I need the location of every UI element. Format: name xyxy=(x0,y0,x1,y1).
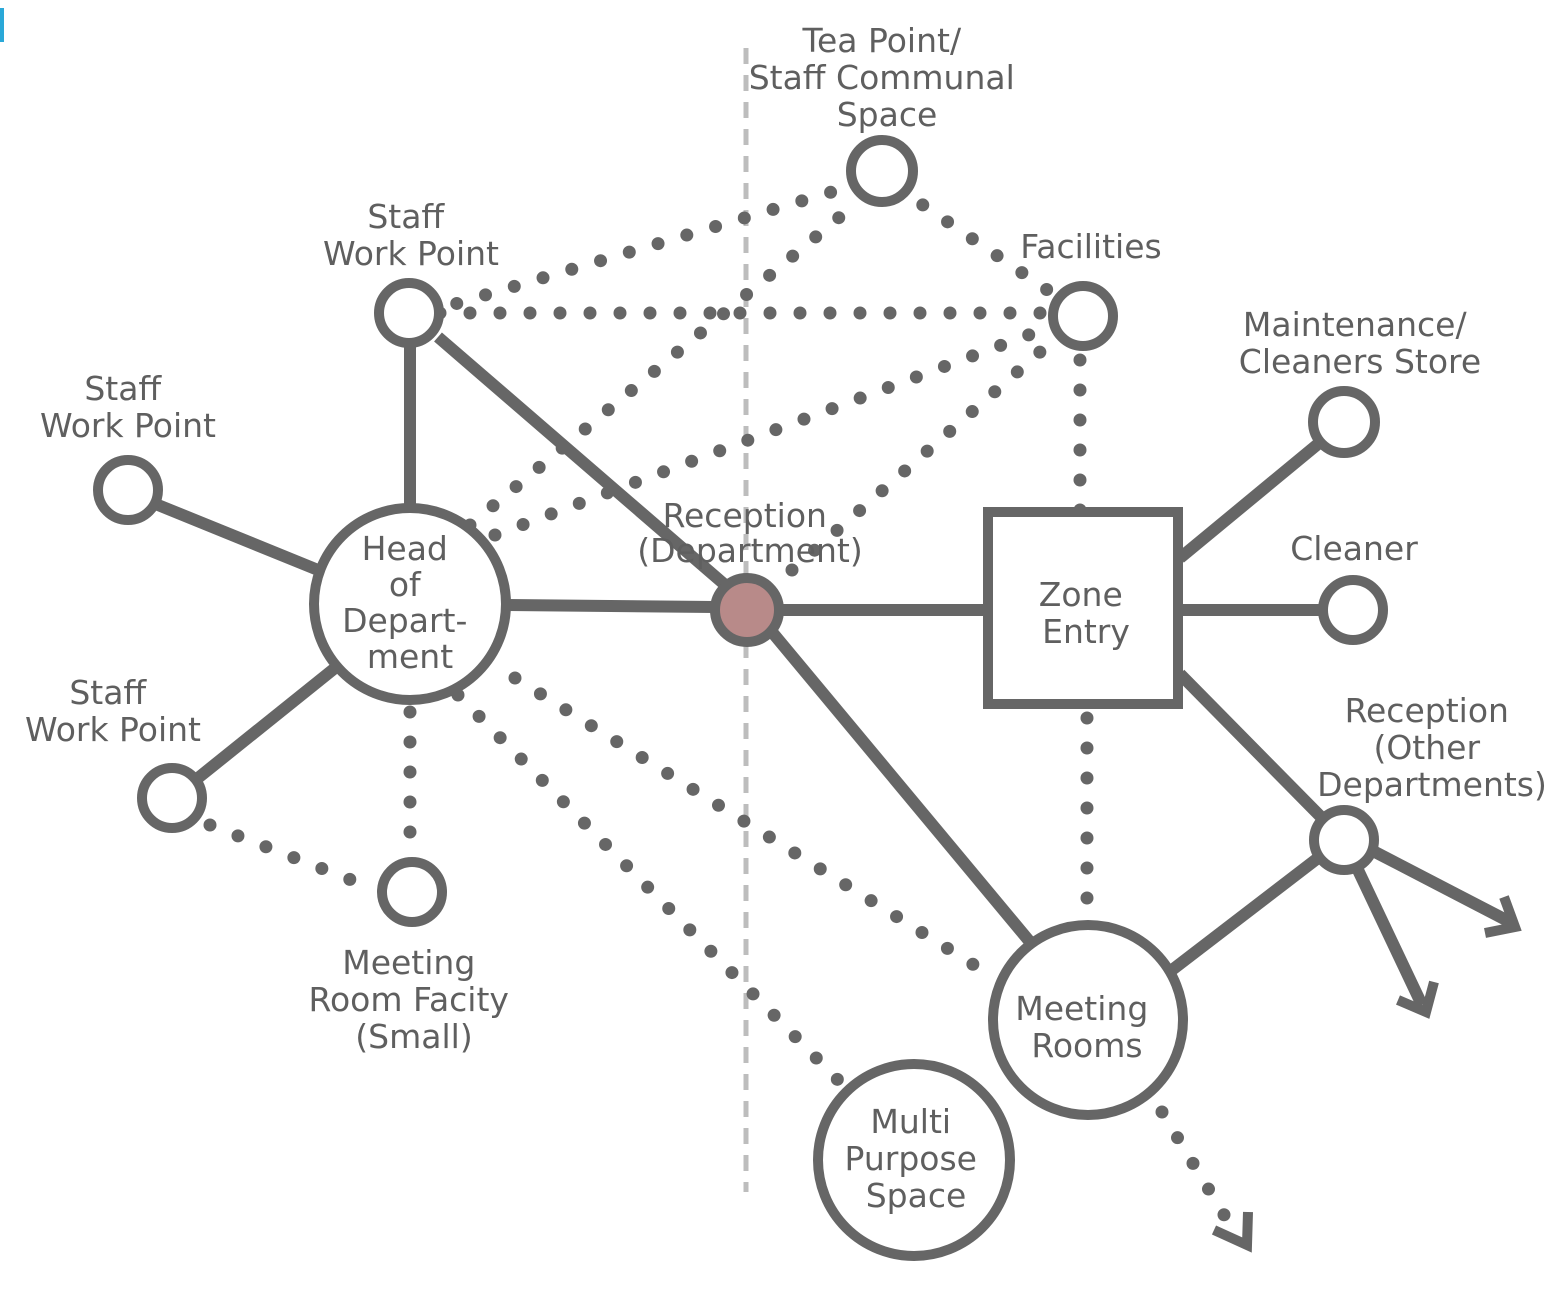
dotted-head-to-facilities xyxy=(488,318,1062,542)
dotted-tea-point-to-facilities xyxy=(891,181,1069,307)
zone-entry-node[interactable] xyxy=(983,507,1183,709)
labels: Tea Point/ Staff Communal Space Staff Wo… xyxy=(25,21,1547,1215)
multi-purpose-label: Multi Purpose Space xyxy=(845,1102,988,1215)
staff-work-point-left-node[interactable] xyxy=(93,455,163,525)
line-head-to-reception-dept xyxy=(507,599,715,613)
dotted-reception-dept-to-facilities xyxy=(785,323,1072,577)
dotted-head-to-tea-point xyxy=(463,193,867,532)
facilities-label: Facilities xyxy=(1020,227,1161,266)
maintenance-label: Maintenance/ Cleaners Store xyxy=(1239,305,1481,381)
meeting-rooms-node[interactable] xyxy=(988,920,1188,1120)
line-zone-entry-to-maintenance xyxy=(1176,439,1322,563)
multi-purpose-node[interactable] xyxy=(813,1059,1015,1261)
dotted-meeting-rooms-outgoing xyxy=(1155,1105,1239,1235)
arrowhead-dotted-down-icon xyxy=(1211,1211,1253,1253)
reception-other-node[interactable] xyxy=(1309,805,1379,875)
line-meeting-rooms-to-reception-other xyxy=(1168,853,1322,975)
arrowhead-down-icon xyxy=(1396,980,1439,1019)
facilities-node[interactable] xyxy=(1048,281,1118,351)
arrowhead-right-icon xyxy=(1484,895,1522,938)
dotted-staff-top-to-tea-point xyxy=(421,173,879,319)
tea-point-label: Tea Point/ Staff Communal Space xyxy=(749,21,1026,134)
staff-work-point-left-label: Staff Work Point xyxy=(40,369,216,445)
meeting-small-label: Meeting Room Facity (Small) xyxy=(309,943,520,1056)
staff-work-point-bottom-label: Staff Work Point xyxy=(25,673,201,749)
reception-department-label: Reception (Department) xyxy=(637,496,862,570)
head-of-department-label: Head of Depart- ment xyxy=(342,529,478,676)
dotted-staff-bottom-to-meeting-small xyxy=(203,818,379,895)
line-staff-top-to-reception-dept xyxy=(434,332,728,589)
arrowheads xyxy=(1211,895,1522,1253)
staff-work-point-top-node[interactable] xyxy=(374,278,444,348)
maintenance-node[interactable] xyxy=(1308,386,1380,458)
reception-department-node[interactable] xyxy=(710,573,784,647)
dotted-head-to-meeting-rooms xyxy=(508,671,997,982)
line-reception-dept-to-meeting-rooms xyxy=(767,628,1035,946)
staff-work-point-bottom-node[interactable] xyxy=(137,763,207,833)
head-of-department-node[interactable] xyxy=(309,503,511,705)
cleaner-node[interactable] xyxy=(1318,575,1388,645)
corner-mark xyxy=(0,8,4,42)
line-head-to-staff-bottom xyxy=(194,663,339,783)
line-head-to-staff-left xyxy=(155,499,321,576)
tea-point-node[interactable] xyxy=(846,135,918,207)
line-zone-entry-to-reception-other xyxy=(1175,669,1327,823)
cleaner-label: Cleaner xyxy=(1290,529,1418,568)
line-reception-other-exit-right xyxy=(1372,846,1513,928)
solid-connections xyxy=(155,332,1513,1008)
dotted-head-to-multi-purpose xyxy=(451,688,845,1087)
nodes xyxy=(93,135,1388,1261)
meeting-small-node[interactable] xyxy=(377,857,447,927)
dotted-connections xyxy=(203,173,1239,1235)
reception-other-label: Reception (Other Departments) xyxy=(1317,691,1547,804)
zone-entry-label: Zone Entry xyxy=(1039,575,1134,651)
line-reception-other-exit-down xyxy=(1352,867,1428,1008)
meeting-rooms-label: Meeting Rooms xyxy=(1015,989,1159,1065)
staff-work-point-top-label: Staff Work Point xyxy=(323,197,499,273)
